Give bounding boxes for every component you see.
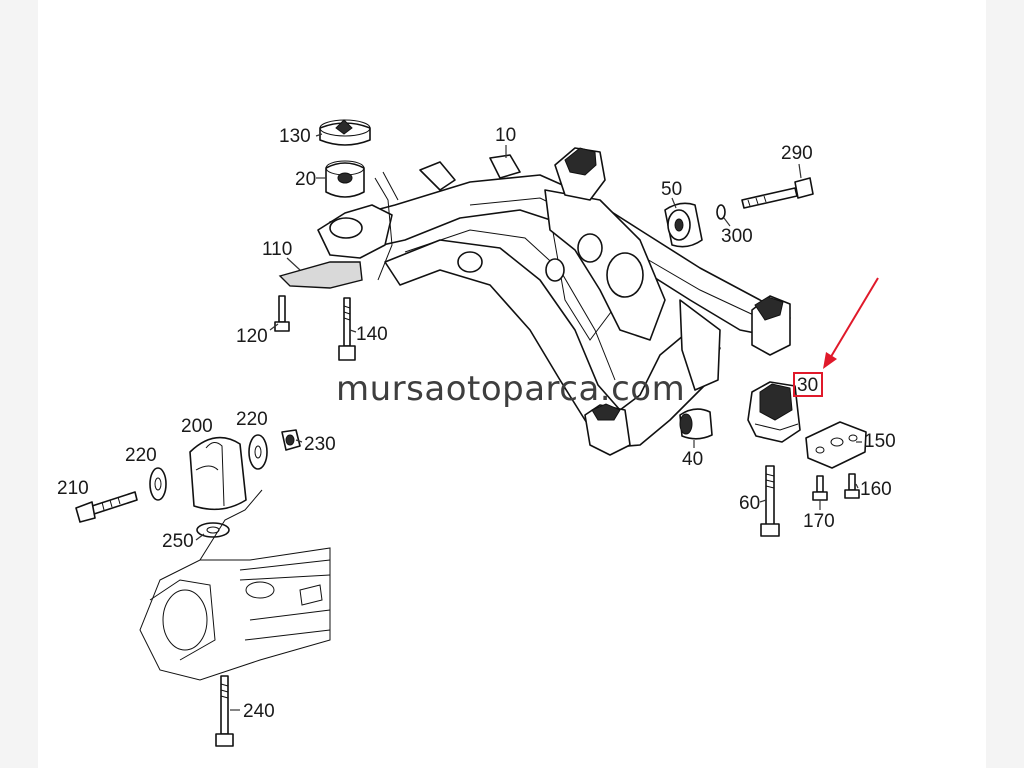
callout-220-right: 220 [236,409,268,430]
callout-110: 110 [262,239,293,260]
callout-60: 60 [739,493,761,514]
subframe-part-10 [317,147,791,456]
callout-170: 170 [803,511,835,532]
callout-160: 160 [860,479,892,500]
callout-230: 230 [304,434,336,455]
callout-220-left: 220 [125,445,157,466]
callout-290: 290 [781,143,813,164]
callout-210: 210 [57,478,89,499]
part-120-bolt [274,295,290,332]
callout-300: 300 [721,226,753,247]
part-230-nut [281,429,301,451]
diagram-panel [38,0,986,768]
callout-240: 240 [243,701,275,722]
differential-housing [139,489,331,681]
callout-10: 10 [495,125,517,146]
part-220a-washer [149,467,167,501]
part-210-bolt [75,491,138,523]
part-50-bushing [664,202,703,248]
part-110-bracket [278,261,363,289]
part-30-mount [747,381,801,443]
highlight-arrow [823,277,879,369]
callout-250: 250 [162,531,194,552]
callout-150: 150 [864,431,896,452]
part-170-bolt [812,475,828,501]
callout-50: 50 [661,179,683,200]
callout-20: 20 [295,169,317,190]
callout-30: 30 [797,375,819,396]
highlight-box-30 [793,372,823,397]
part-290-bolt [741,177,814,209]
part-200-mount [189,436,247,511]
part-20-bushing [325,160,365,198]
callout-140: 140 [356,324,388,345]
leader-lines [195,133,862,711]
part-40-bushing [679,408,713,440]
callout-120: 120 [236,326,268,347]
part-130-ring [319,119,371,146]
callout-40: 40 [682,449,704,470]
callout-200: 200 [181,416,213,437]
part-160-bolt [844,473,860,499]
part-150-plate [805,421,867,469]
part-220b-washer [248,434,268,470]
part-240-bolt [215,675,234,747]
watermark-text: mursaotoparca.com [336,369,686,409]
part-60-bolt [760,465,780,537]
part-300-washer [716,204,726,220]
part-140-bolt [338,297,356,361]
callout-130: 130 [279,126,311,147]
